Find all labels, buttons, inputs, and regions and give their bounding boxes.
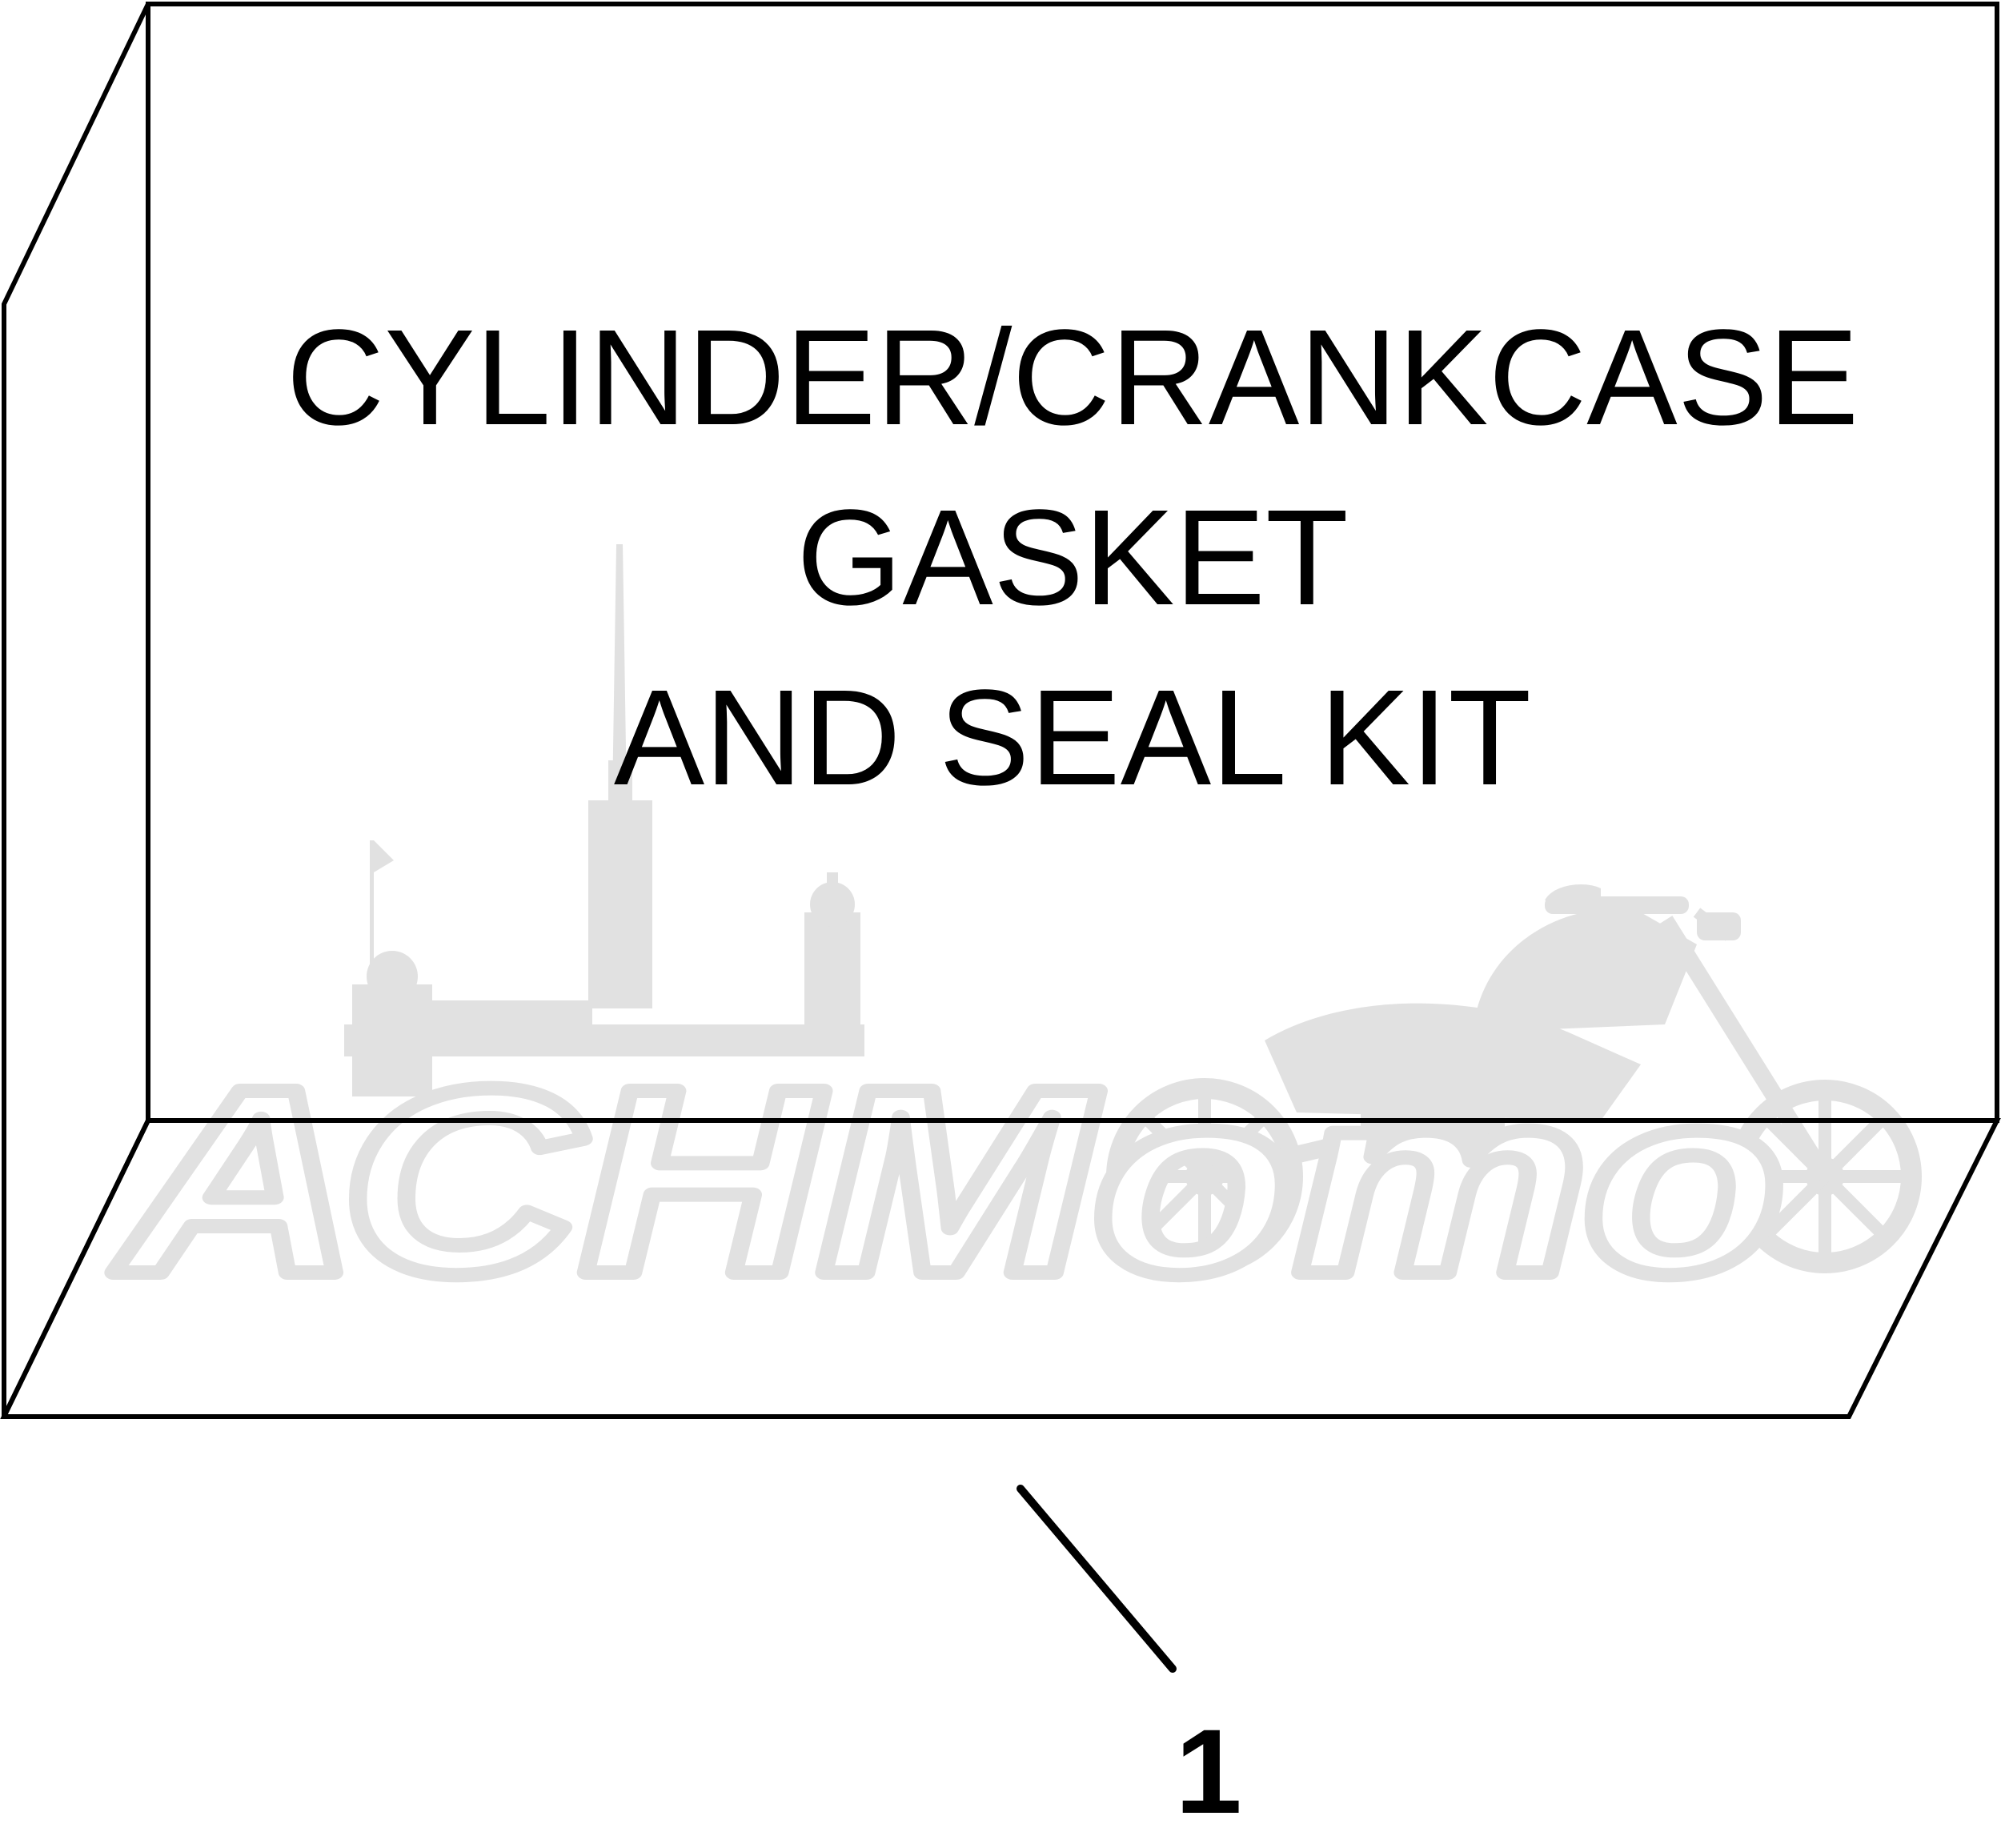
watermark-brand-text: АСНМото [110,1033,1785,1329]
watermark-logo: АСНМото [102,544,1922,1336]
box-bottom-face [0,1118,2001,1419]
motorcycle-graphic [1106,884,1922,1275]
kit-label-line-2: GASKET [796,482,1349,634]
kit-box [0,2,2001,1419]
kit-label: CYLINDER/CRANKCASE GASKET AND SEAL KIT [287,302,1859,814]
callout-leader-line [1017,1485,1177,1673]
kit-label-line-1: CYLINDER/CRANKCASE [287,302,1859,454]
callout-number: 1 [1175,1704,1241,1838]
skyline-graphic [344,544,864,1096]
kit-label-line-3: AND SEAL KIT [614,662,1531,814]
